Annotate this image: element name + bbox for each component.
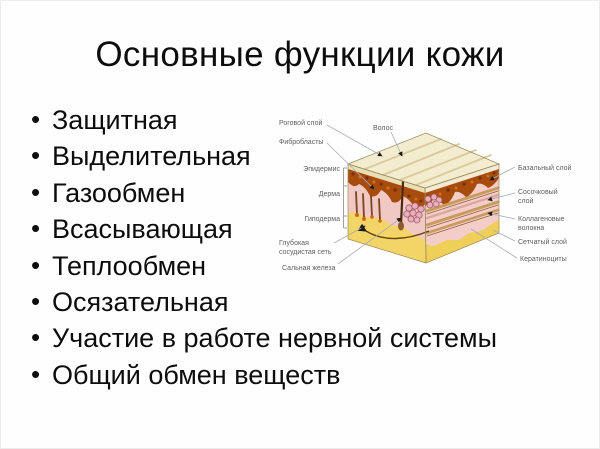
- label-deep-vascular-net-line1: Глубокая: [279, 239, 309, 247]
- list-item: • Газообмен: [31, 175, 497, 211]
- hair-follicles: [355, 191, 381, 221]
- list-item-label: Газообмен: [52, 177, 186, 208]
- stratum-corneum-edge-right: [425, 164, 499, 193]
- bullet-icon: •: [31, 140, 41, 171]
- list-item: • Теплообмен: [31, 248, 497, 284]
- list-item: • Всасывающая: [31, 211, 497, 247]
- hypodermis-right: [426, 220, 499, 263]
- bullet-icon: •: [31, 213, 41, 244]
- label-basal-layer: Базальный слой: [518, 164, 572, 172]
- follicle-bulbs: [355, 213, 382, 223]
- list-item: • Защитная: [31, 102, 497, 138]
- label-hair: Волос: [373, 125, 393, 132]
- bullet-icon: •: [31, 358, 41, 389]
- bullet-icon: •: [31, 176, 41, 207]
- sebaceous-gland: [403, 193, 443, 224]
- skin-block: [346, 132, 500, 264]
- label-deep-vascular-net-line2: сосудистая сеть: [279, 249, 332, 256]
- layer-bracket: [343, 167, 347, 229]
- label-fibroblasts: Фибробласты: [279, 138, 323, 146]
- label-papillary-layer-line1: Сосочковый: [518, 188, 558, 196]
- skin-functions-list: • Защитная • Выделительная • Газообмен • Вса…: [31, 102, 497, 393]
- list-item-label: Участие в работе нервной системы: [52, 323, 497, 354]
- bullet-icon: •: [31, 285, 41, 316]
- page-title: Основные функции кожи: [95, 35, 505, 74]
- label-keratinocytes: Кератиноциты: [520, 256, 567, 263]
- list-item: • Общий обмен веществ: [31, 357, 497, 393]
- list-item: • Участие в работе нервной системы: [31, 320, 497, 356]
- stratum-corneum-edge-left: [348, 164, 425, 193]
- list-item-label: Всасывающая: [52, 214, 233, 245]
- list-item-label: Теплообмен: [52, 250, 207, 281]
- collagen-fibers: [425, 186, 500, 237]
- bullet-icon: •: [31, 104, 41, 134]
- label-epidermis: Эпидермис: [303, 166, 340, 173]
- label-stratum-corneum: Роговой слой: [279, 119, 322, 127]
- bullet-icon: •: [31, 322, 41, 353]
- label-reticular-layer: Сетчатый слой: [518, 238, 567, 246]
- label-dermis: Дерма: [319, 191, 340, 198]
- list-item-label: Осязательная: [52, 286, 229, 317]
- label-hypodermis: Гиподерма: [305, 216, 341, 223]
- label-collagen-fibers-line1: Коллагеновые: [518, 216, 565, 223]
- epidermis-texture-light: [358, 174, 490, 201]
- list-item-label: Общий обмен веществ: [52, 359, 341, 390]
- deep-vascular-network: [357, 223, 430, 240]
- list-item-label: Защитная: [52, 105, 178, 135]
- diagram-labels: Роговой слой Фибробласты Волос Эпидермис…: [279, 119, 572, 272]
- label-collagen-fibers-line2: волокна: [518, 225, 544, 232]
- label-papillary-layer-line2: слой: [518, 197, 534, 205]
- bullet-icon: •: [31, 249, 41, 280]
- label-sebaceous-gland: Сальная железа: [282, 265, 336, 272]
- list-item: • Осязательная: [31, 284, 497, 320]
- skin-anatomy-diagram: Роговой слой Фибробласты Волос Эпидермис…: [279, 119, 572, 272]
- leader-lines: [326, 124, 518, 265]
- surface-ridges: [364, 138, 492, 186]
- list-item-label: Выделительная: [52, 141, 251, 172]
- list-item: • Выделительная: [31, 138, 497, 174]
